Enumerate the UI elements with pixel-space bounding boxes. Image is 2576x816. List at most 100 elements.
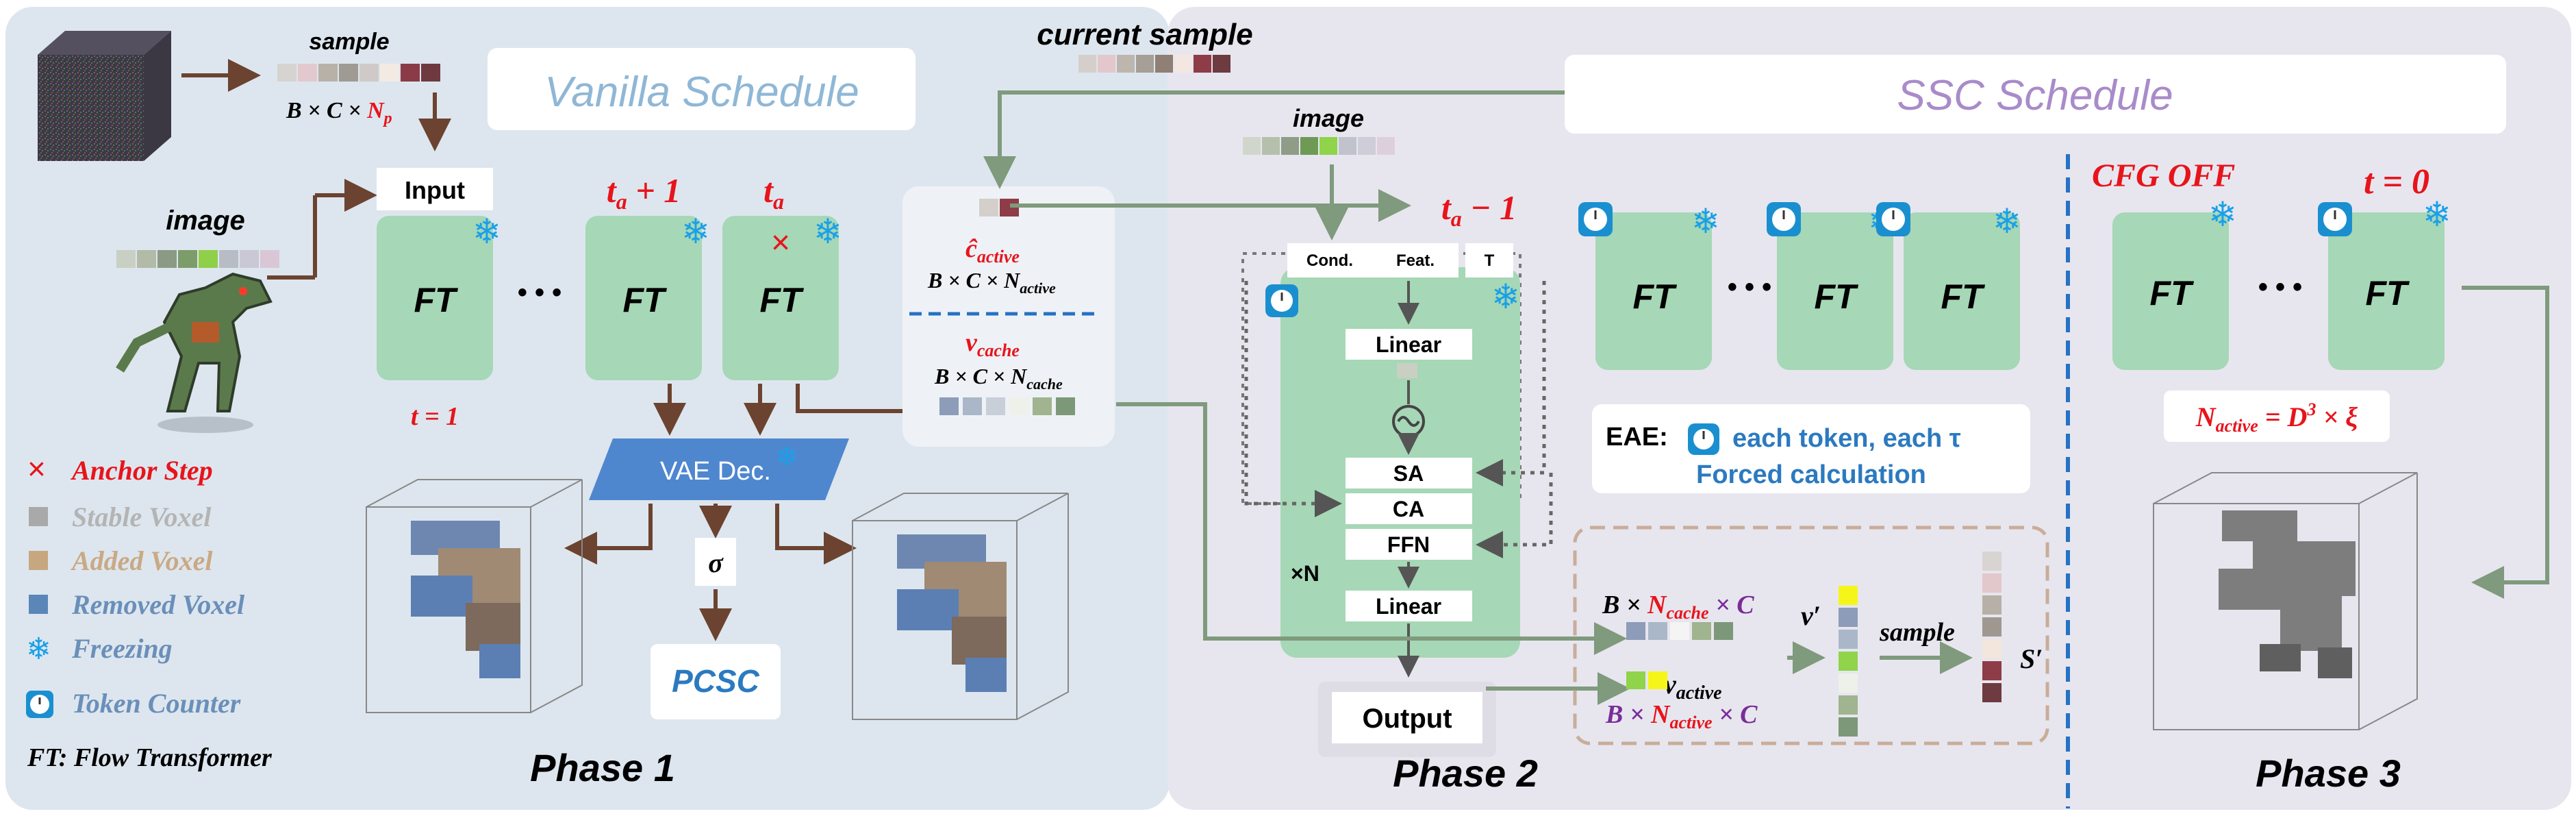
token-cell bbox=[1714, 622, 1733, 640]
ca-label: CA bbox=[1393, 497, 1424, 521]
snowflake-icon: ❄ bbox=[1491, 277, 1520, 316]
ft-block-2 bbox=[585, 216, 702, 380]
token-cell bbox=[421, 64, 440, 82]
snowflake-icon: ❄ bbox=[472, 212, 501, 251]
xn-label: ×N bbox=[1291, 561, 1319, 586]
snowflake-icon: ❄ bbox=[26, 632, 51, 666]
snowflake-icon: ❄ bbox=[775, 442, 798, 472]
anchor-x-icon: × bbox=[771, 225, 790, 261]
legend-anchor: Anchor Step bbox=[70, 455, 213, 486]
current-sample-tokens bbox=[1078, 55, 1230, 73]
cache-box bbox=[902, 186, 1115, 447]
token-cell bbox=[1648, 671, 1667, 689]
token-cell bbox=[1319, 137, 1337, 155]
sigma-box bbox=[695, 538, 736, 586]
token-cell bbox=[1098, 55, 1115, 73]
ellipsis-3: • • • bbox=[2258, 272, 2302, 302]
token-cell bbox=[1377, 137, 1395, 155]
token-cell bbox=[199, 250, 218, 268]
voxel-box-before bbox=[366, 479, 583, 713]
token-cell bbox=[277, 64, 296, 82]
token-cell bbox=[116, 250, 136, 268]
input-box bbox=[377, 168, 493, 210]
cond-label: Cond. bbox=[1306, 251, 1353, 270]
cache-tokens bbox=[1626, 622, 1733, 640]
token-cell bbox=[1839, 673, 1858, 693]
ft-label-5: FT bbox=[1814, 277, 1859, 316]
image-label-1: image bbox=[166, 206, 245, 236]
legend-counter: Token Counter bbox=[72, 688, 241, 719]
legend-freezing: Freezing bbox=[71, 633, 173, 664]
token-counter-icon bbox=[1876, 202, 1910, 236]
stable-voxel-icon bbox=[29, 507, 48, 526]
snowflake-icon: ❄ bbox=[2208, 195, 2237, 234]
token-cell bbox=[401, 64, 420, 82]
token-cell bbox=[986, 397, 1005, 415]
token-cell bbox=[1626, 671, 1645, 689]
cond-box bbox=[1287, 243, 1373, 277]
image-token-row bbox=[116, 250, 279, 268]
ssc-title: SSC Schedule bbox=[1897, 72, 2173, 119]
token-chip bbox=[1397, 363, 1417, 378]
ta-label: ta bbox=[763, 171, 784, 214]
t-box bbox=[1465, 243, 1513, 277]
token-cell bbox=[1117, 55, 1135, 73]
v-cache-shape: B × C × Ncache bbox=[934, 364, 1063, 393]
n-active-formula: Nactive = D3 × ξ bbox=[2195, 399, 2358, 436]
token-cell bbox=[1982, 661, 2002, 680]
output-box bbox=[1332, 692, 1482, 743]
token-cell bbox=[979, 199, 998, 217]
snowflake-icon: ❄ bbox=[2423, 195, 2451, 234]
linear-box-1 bbox=[1346, 329, 1472, 360]
sa-label: SA bbox=[1393, 461, 1424, 486]
ft-block-8 bbox=[2328, 212, 2445, 370]
voxel-box-final bbox=[2153, 472, 2418, 730]
sampling-box bbox=[1573, 526, 2049, 745]
token-cell bbox=[1213, 55, 1230, 73]
active-tokens bbox=[1626, 671, 1667, 689]
feat-box bbox=[1373, 243, 1459, 277]
token-cell bbox=[1982, 617, 2002, 636]
vae-decoder bbox=[589, 438, 849, 500]
ffn-box bbox=[1346, 529, 1472, 560]
legend: × Anchor Step Stable Voxel Added Voxel R… bbox=[26, 451, 273, 772]
legend-stable: Stable Voxel bbox=[72, 502, 212, 532]
token-cell bbox=[380, 64, 399, 82]
robot-dinosaur-image bbox=[116, 272, 273, 433]
c-active-label: ĉactive bbox=[965, 234, 1020, 267]
image-token-row-2 bbox=[1243, 137, 1395, 155]
eae-label: EAE: bbox=[1606, 423, 1668, 452]
linear-box-2 bbox=[1346, 591, 1472, 621]
input-label: Input bbox=[405, 176, 465, 204]
token-counter-icon bbox=[1767, 202, 1801, 236]
sample-shape: B × C × Np bbox=[286, 98, 392, 127]
pcsc-box bbox=[651, 644, 781, 719]
ta-plus-1-label: ta + 1 bbox=[607, 171, 681, 214]
ca-box bbox=[1346, 493, 1472, 524]
ft-label-6: FT bbox=[1941, 277, 1986, 316]
token-cell bbox=[1839, 608, 1858, 627]
token-cell bbox=[1670, 622, 1689, 640]
token-cell bbox=[1281, 137, 1299, 155]
token-cell bbox=[1194, 55, 1211, 73]
token-cell bbox=[1982, 595, 2002, 615]
token-cell bbox=[1839, 717, 1858, 737]
legend-added: Added Voxel bbox=[70, 545, 213, 576]
token-counter-icon bbox=[2318, 202, 2352, 236]
token-cell bbox=[1078, 55, 1096, 73]
token-counter-icon bbox=[1578, 202, 1613, 236]
removed-voxel-icon bbox=[29, 595, 48, 614]
forced-text: Forced calculation bbox=[1696, 460, 1926, 489]
cache-shape: B × Ncache × C bbox=[1602, 591, 1754, 623]
token-cell bbox=[1174, 55, 1192, 73]
ellipsis-2: • • • bbox=[1728, 272, 1771, 302]
token-cell bbox=[219, 250, 238, 268]
ft-block-4 bbox=[1595, 212, 1712, 370]
linear-label-1: Linear bbox=[1376, 332, 1441, 357]
token-cell bbox=[1839, 630, 1858, 649]
token-cell bbox=[1358, 137, 1376, 155]
added-voxel-icon bbox=[29, 551, 48, 570]
current-sample-label: current sample bbox=[1037, 18, 1252, 51]
output-label: Output bbox=[1362, 704, 1452, 734]
token-counter-icon bbox=[1265, 284, 1298, 317]
